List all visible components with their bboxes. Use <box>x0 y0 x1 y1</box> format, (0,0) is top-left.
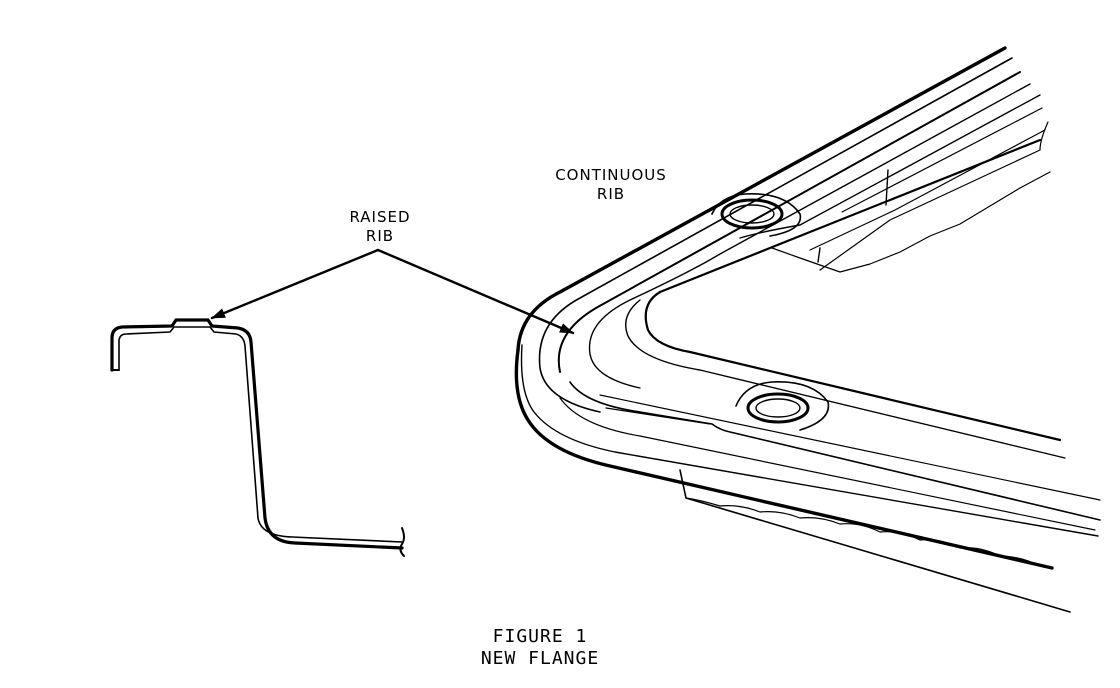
leader-arrows <box>210 248 575 335</box>
raised-rib-label: RAISED RIB <box>330 208 430 246</box>
pan-corner <box>514 46 1101 613</box>
continuous-rib-label-line1: CONTINUOUS <box>555 166 667 184</box>
figure-title: NEW FLANGE <box>480 648 600 669</box>
flange-profile <box>110 318 405 557</box>
continuous-rib-label-line2: RIB <box>596 185 626 203</box>
arrow-to-continuous-rib <box>376 248 575 335</box>
arrow-to-raised-rib <box>210 248 380 320</box>
figure-number: FIGURE 1 <box>492 626 588 647</box>
figure-caption: FIGURE 1 NEW FLANGE <box>430 626 650 670</box>
continuous-rib-label: CONTINUOUS RIB <box>531 166 691 204</box>
raised-rib-label-line1: RAISED <box>349 208 411 226</box>
raised-rib-label-line2: RIB <box>365 227 395 245</box>
